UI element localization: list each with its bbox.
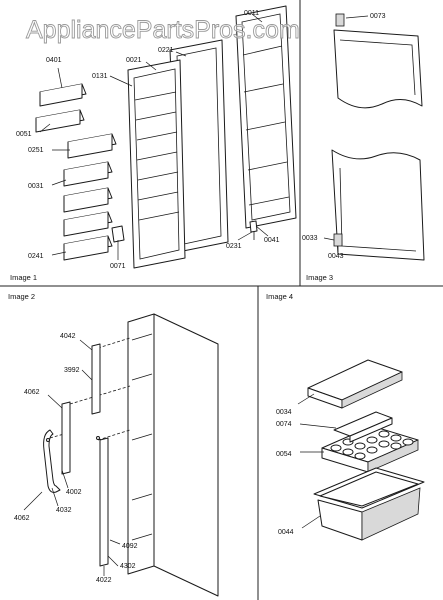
callout-4302: 4302	[120, 563, 136, 570]
door-bin-0031-c	[63, 211, 113, 237]
trim-strip-4022	[99, 437, 109, 567]
callout-4092: 4092	[122, 543, 138, 550]
callout-0054: 0054	[276, 451, 292, 458]
door-bin-0251	[67, 133, 117, 159]
callout-0031: 0031	[28, 183, 44, 190]
door-bin-0241	[63, 235, 113, 261]
screw-4002	[96, 436, 100, 440]
door-bin-0401	[39, 83, 87, 107]
callout-0073: 0073	[370, 13, 386, 20]
tray-holder-0074	[333, 411, 393, 443]
panel-title-image2: Image 2	[8, 292, 35, 301]
door-gasket	[169, 39, 229, 253]
door-panel-lower	[331, 149, 425, 261]
callout-4062-lower: 4062	[14, 515, 30, 522]
callout-4022: 4022	[96, 577, 112, 584]
callout-0041: 0041	[264, 237, 280, 244]
callout-0071: 0071	[110, 263, 126, 270]
panel-title-image3: Image 3	[306, 273, 333, 282]
door-bin-0031-a	[63, 161, 113, 187]
panel-title-image1: Image 1	[10, 273, 37, 282]
door-bin-0031-b	[63, 187, 113, 213]
door-panel-upper	[333, 29, 423, 109]
callout-4062-upper: 4062	[24, 389, 40, 396]
callout-0043: 0043	[328, 253, 344, 260]
top-hinge-0073	[335, 13, 345, 27]
callout-0033: 0033	[302, 235, 318, 242]
screw-4062	[46, 438, 50, 442]
callout-0034: 0034	[276, 409, 292, 416]
callout-4002: 4002	[66, 489, 82, 496]
callout-0131: 0131	[92, 73, 108, 80]
callout-3992: 3992	[64, 367, 80, 374]
callout-0231: 0231	[226, 243, 242, 250]
inner-door-liner	[127, 59, 186, 269]
callout-0241: 0241	[28, 253, 44, 260]
side-panel-edge	[127, 313, 155, 575]
hinge-0041	[249, 220, 258, 233]
image1-leaders	[39, 13, 269, 260]
outer-door-panel	[235, 5, 297, 229]
callout-0401: 0401	[46, 57, 62, 64]
callout-0044: 0044	[278, 529, 294, 536]
image4-ice-tray-assembly: Image 4	[266, 292, 425, 541]
door-bin-0051	[35, 109, 85, 133]
image1-callouts: 0011 0221 0021 0401 0131 0051 0251 0031 …	[16, 10, 280, 270]
side-panel	[153, 313, 219, 597]
callout-0011: 0011	[244, 10, 259, 17]
callout-0051: 0051	[16, 131, 32, 138]
tray-cover-0034	[307, 359, 403, 409]
trim-strip-4062	[61, 401, 71, 475]
callout-4032: 4032	[56, 507, 72, 514]
ice-bin-0044	[313, 467, 425, 541]
callout-0221: 0221	[158, 47, 174, 54]
bottom-hinge-0033	[333, 233, 343, 247]
image2-side-panel: Image 2 4042 3992	[8, 292, 219, 597]
handle-4032	[43, 429, 61, 493]
callout-0021: 0021	[126, 57, 142, 64]
panel-title-image4: Image 4	[266, 292, 293, 301]
callout-0074: 0074	[276, 421, 292, 428]
image1-door-assembly: 0011 0221 0021 0401 0131 0051 0251 0031 …	[10, 5, 297, 282]
callout-4042: 4042	[60, 333, 76, 340]
trim-strip-4042	[91, 343, 101, 415]
bracket-0071	[111, 225, 125, 243]
callout-0251: 0251	[28, 147, 44, 154]
watermark: AppliancePartsPros.com	[26, 16, 300, 44]
image3-door-panel: 0073 0033 0043 Image 3	[302, 13, 425, 282]
